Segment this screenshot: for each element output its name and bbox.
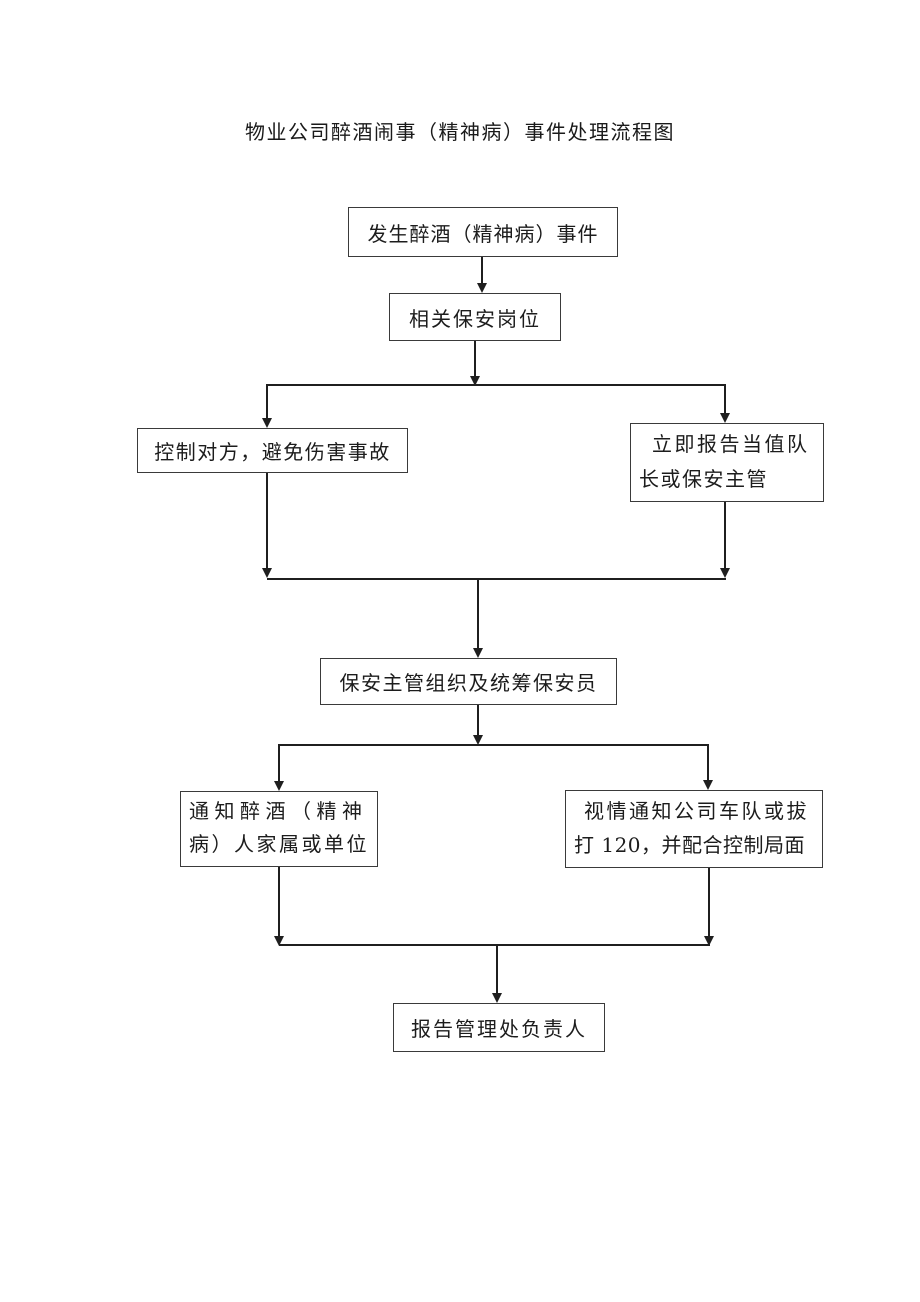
arrowhead-down-icon (274, 936, 284, 946)
connector-line (477, 578, 479, 650)
flow-node-report-duty: 立即报告当值队 长或保安主管 (630, 423, 824, 502)
connector-line (266, 473, 268, 570)
connector-line (477, 705, 479, 736)
arrowhead-down-icon (720, 413, 730, 423)
flow-node-report-manager: 报告管理处负责人 (393, 1003, 605, 1052)
connector-line (724, 502, 726, 570)
arrowhead-down-icon (492, 993, 502, 1003)
arrowhead-down-icon (274, 781, 284, 791)
connector-line (278, 744, 280, 783)
connector-line (266, 384, 268, 420)
connector-line (474, 341, 476, 378)
flow-node-notify-family: 通知醉酒（精神 病）人家属或单位 (180, 791, 378, 867)
node-label: 保安主管组织及统筹保安员 (339, 671, 598, 695)
connector-line (708, 868, 710, 936)
connector-line (481, 257, 483, 285)
arrowhead-down-icon (473, 648, 483, 658)
flow-node-security-post: 相关保安岗位 (389, 293, 561, 341)
arrowhead-down-icon (704, 936, 714, 946)
arrowhead-down-icon (262, 568, 272, 578)
node-label: 相关保安岗位 (409, 306, 541, 331)
page-title: 物业公司醉酒闹事（精神病）事件处理流程图 (245, 120, 675, 144)
connector-line (279, 744, 709, 746)
arrowhead-down-icon (720, 568, 730, 578)
connector-line (279, 944, 710, 946)
connector-line (278, 867, 280, 936)
arrowhead-down-icon (703, 780, 713, 790)
arrowhead-down-icon (477, 283, 487, 293)
flow-node-control-party: 控制对方，避免伤害事故 (137, 428, 408, 473)
connector-line (267, 578, 726, 580)
arrowhead-down-icon (470, 376, 480, 386)
connector-line (707, 744, 709, 782)
node-label-line: 打 120，并配合控制局面 (574, 833, 806, 857)
connector-line (724, 384, 726, 415)
flow-node-incident: 发生醉酒（精神病）事件 (348, 207, 618, 257)
arrowhead-down-icon (473, 735, 483, 745)
node-label-line: 病）人家属或单位 (189, 832, 369, 856)
node-label-line: 立即报告当值队 (652, 432, 810, 456)
node-label-line: 视情通知公司车队或拔 (584, 799, 809, 823)
connector-line (267, 384, 726, 386)
node-label-line: 通知醉酒（精神 (189, 799, 368, 823)
flow-node-organize-guards: 保安主管组织及统筹保安员 (320, 658, 617, 705)
arrowhead-down-icon (262, 418, 272, 428)
flow-node-notify-fleet: 视情通知公司车队或拔 打 120，并配合控制局面 (565, 790, 823, 868)
node-label: 控制对方，避免伤害事故 (154, 440, 391, 464)
node-label: 发生醉酒（精神病）事件 (367, 221, 599, 246)
node-label-line: 长或保安主管 (639, 467, 768, 491)
node-label: 报告管理处负责人 (411, 1017, 587, 1041)
connector-line (496, 944, 498, 996)
